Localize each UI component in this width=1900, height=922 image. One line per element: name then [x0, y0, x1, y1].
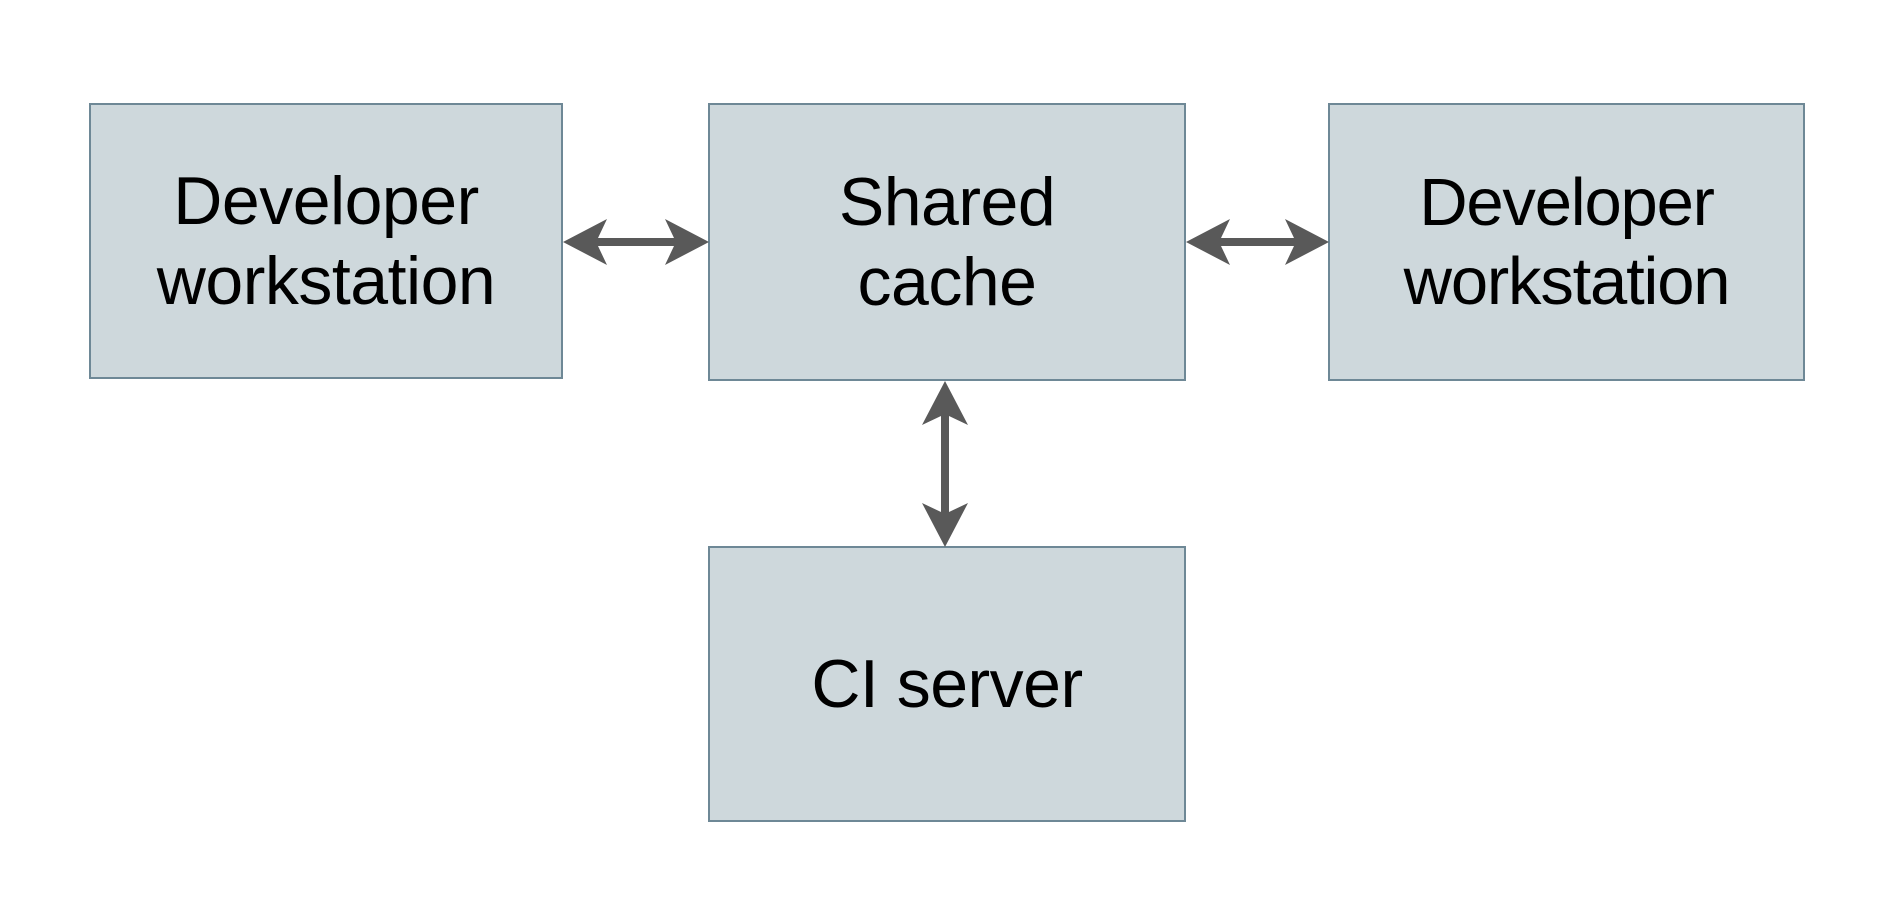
- node-developer-workstation-right[interactable]: Developer workstation: [1328, 103, 1805, 381]
- node-label: Shared cache: [838, 163, 1056, 320]
- node-shared-cache[interactable]: Shared cache: [708, 103, 1186, 381]
- node-label: Developer workstation: [1403, 164, 1731, 319]
- connector-shared-cache-to-ci-server[interactable]: [908, 379, 982, 549]
- connector-dev-left-to-shared-cache[interactable]: [560, 205, 712, 279]
- node-developer-workstation-left[interactable]: Developer workstation: [89, 103, 563, 379]
- double-arrow-horizontal-icon: [1186, 219, 1329, 265]
- double-arrow-horizontal-icon: [563, 219, 709, 265]
- node-label: Developer workstation: [156, 162, 496, 319]
- connector-shared-cache-to-dev-right[interactable]: [1183, 205, 1332, 279]
- double-arrow-vertical-icon: [922, 381, 968, 547]
- node-label: CI server: [811, 645, 1083, 722]
- node-ci-server[interactable]: CI server: [708, 546, 1186, 822]
